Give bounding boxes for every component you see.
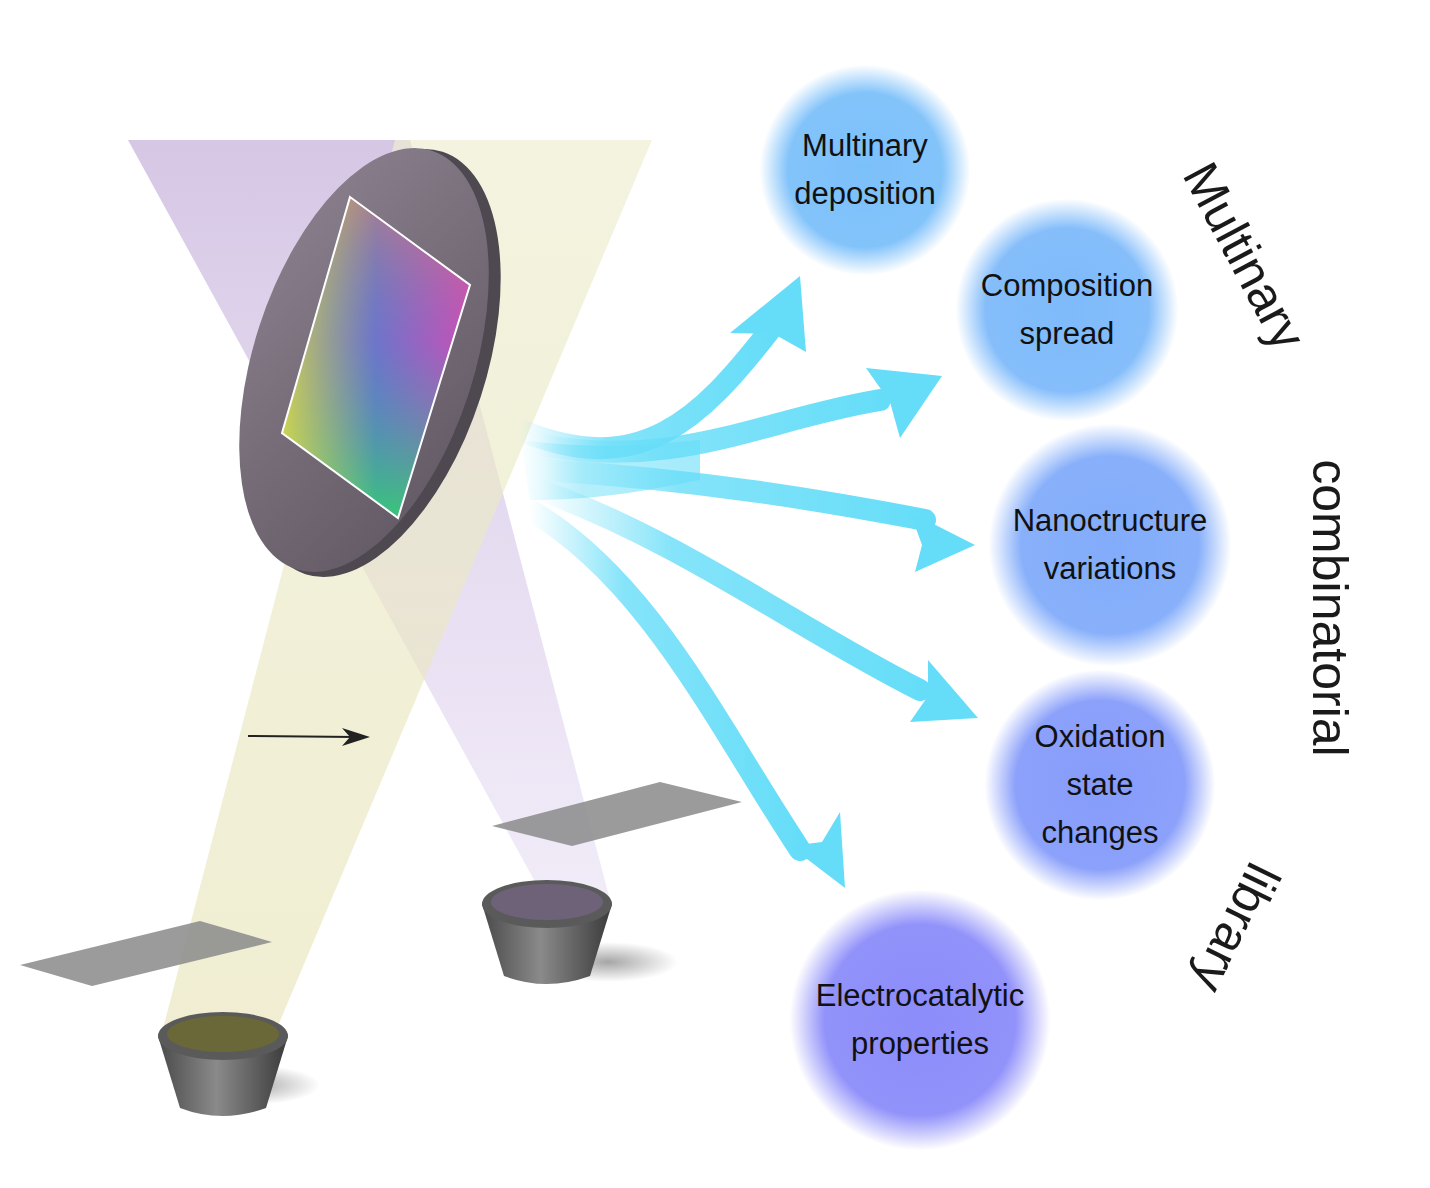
topic-text: Nanoctructure variations [990, 497, 1230, 593]
topic-text: Oxidation state changes [1015, 713, 1185, 857]
topic-text: Composition spread [962, 262, 1172, 358]
topic-circle: Nanoctructure variations [989, 424, 1230, 665]
topic-text: Electrocatalytic properties [790, 972, 1050, 1068]
arc-label: combinatorial [1301, 459, 1359, 756]
topic-circle: Oxidation state changes [985, 670, 1215, 900]
topic-circle: Composition spread [956, 199, 1177, 420]
topic-text: Multinary deposition [770, 122, 960, 218]
topic-circle: Multinary deposition [760, 65, 970, 275]
topic-circle: Electrocatalytic properties [790, 890, 1050, 1150]
arc-label: library [1180, 854, 1292, 1002]
arc-label: Multinary [1171, 153, 1317, 359]
